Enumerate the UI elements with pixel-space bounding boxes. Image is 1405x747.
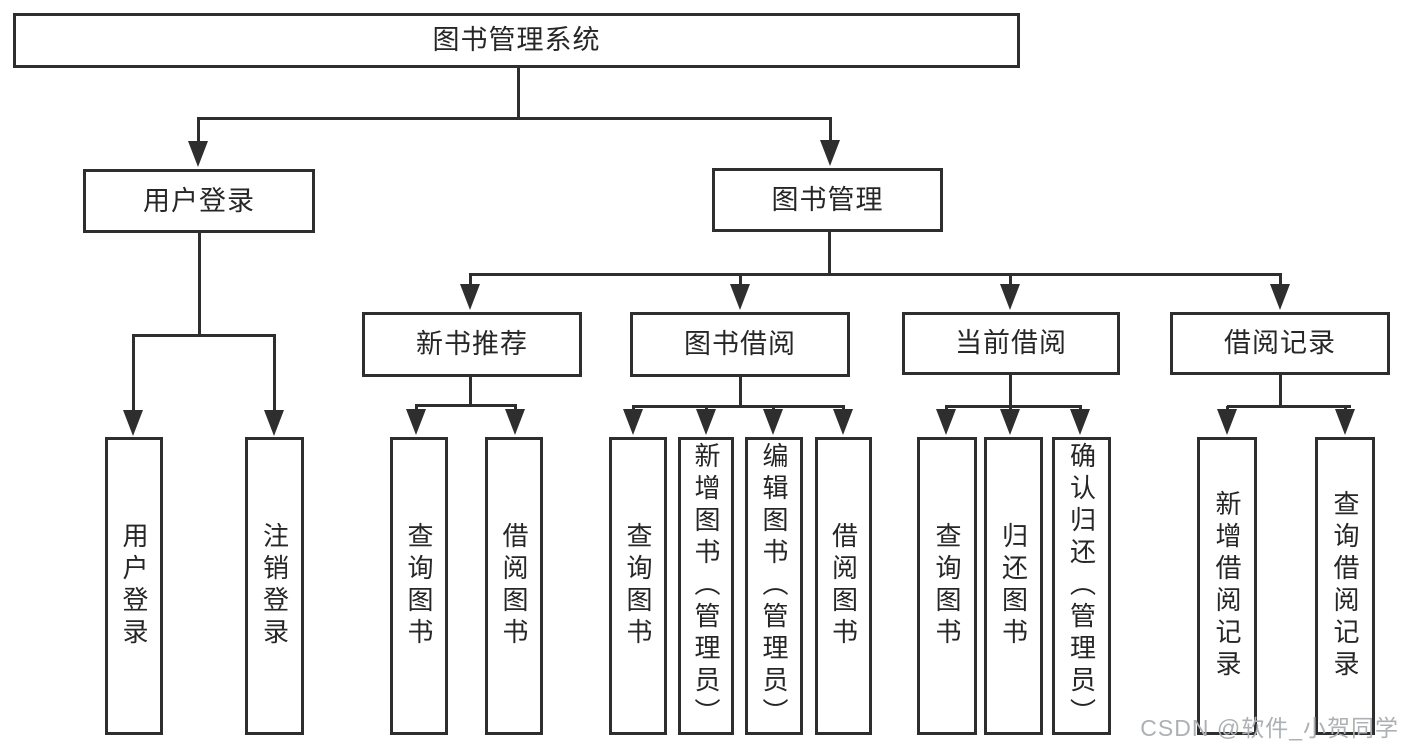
node-label-leaf-add-books: 新增图书（管理员） bbox=[691, 442, 721, 730]
node-label-current-borrowing: 当前借阅 bbox=[955, 328, 1067, 358]
node-label-leaf-query-books-3: 查询图书 bbox=[932, 522, 962, 650]
arrow-shaft bbox=[469, 274, 472, 286]
arrow-down-icon bbox=[1217, 409, 1237, 435]
arrow-shaft bbox=[1079, 406, 1082, 411]
arrow-down-icon bbox=[1070, 409, 1090, 435]
arrow-down-icon bbox=[188, 141, 208, 167]
node-label-leaf-query-borrow-record: 查询借阅记录 bbox=[1330, 490, 1360, 682]
node-leaf-edit-books: 编辑图书（管理员） bbox=[745, 437, 803, 735]
node-leaf-borrow-books-1: 借阅图书 bbox=[485, 437, 543, 735]
connector-line bbox=[1279, 375, 1282, 408]
node-leaf-logout: 注销登录 bbox=[245, 437, 304, 735]
node-leaf-return-books: 归还图书 bbox=[984, 437, 1043, 735]
node-leaf-user-login: 用户登录 bbox=[105, 437, 163, 735]
connector-line bbox=[945, 405, 1082, 408]
node-label-book-management: 图书管理 bbox=[771, 184, 884, 215]
node-book-management: 图书管理 bbox=[712, 168, 943, 232]
connector-line bbox=[828, 232, 831, 276]
connector-line bbox=[415, 404, 517, 407]
arrow-down-icon bbox=[730, 284, 750, 310]
arrow-down-icon bbox=[505, 409, 525, 435]
connector-line bbox=[197, 117, 832, 120]
node-new-book-recommend: 新书推荐 bbox=[362, 312, 582, 377]
arrow-shaft bbox=[632, 406, 635, 411]
connector-line bbox=[469, 273, 1282, 276]
node-label-book-borrowing: 图书借阅 bbox=[684, 329, 796, 359]
node-leaf-query-books-3: 查询图书 bbox=[917, 437, 977, 735]
arrow-shaft bbox=[705, 406, 708, 411]
node-leaf-confirm-return: 确认归还（管理员） bbox=[1052, 437, 1111, 735]
connector-line bbox=[469, 377, 472, 407]
arrow-down-icon bbox=[1000, 284, 1020, 310]
arrow-down-icon bbox=[820, 140, 840, 166]
node-root: 图书管理系统 bbox=[13, 13, 1020, 68]
node-label-leaf-edit-books: 编辑图书（管理员） bbox=[759, 442, 789, 730]
connector-line bbox=[632, 405, 845, 408]
connector-line bbox=[517, 68, 520, 120]
arrow-down-icon bbox=[460, 284, 480, 310]
node-borrowing-records: 借阅记录 bbox=[1170, 312, 1390, 375]
arrow-shaft bbox=[273, 335, 276, 412]
connector-line bbox=[132, 334, 276, 337]
arrow-shaft bbox=[514, 405, 517, 411]
arrow-shaft bbox=[829, 118, 832, 142]
arrow-shaft bbox=[415, 405, 418, 411]
node-label-leaf-confirm-return: 确认归还（管理员） bbox=[1066, 442, 1097, 730]
arrow-shaft bbox=[1344, 406, 1347, 411]
node-label-leaf-query-books-1: 查询图书 bbox=[404, 522, 434, 650]
node-label-leaf-return-books: 归还图书 bbox=[998, 522, 1029, 650]
node-leaf-query-books-1: 查询图书 bbox=[390, 437, 448, 735]
arrow-shaft bbox=[945, 406, 948, 411]
node-book-borrowing: 图书借阅 bbox=[630, 312, 850, 377]
node-user-login: 用户登录 bbox=[83, 169, 315, 233]
arrow-down-icon bbox=[1000, 409, 1020, 435]
node-label-leaf-user-login: 用户登录 bbox=[119, 522, 149, 650]
arrow-shaft bbox=[197, 118, 200, 143]
arrow-down-icon bbox=[936, 409, 956, 435]
arrow-down-icon bbox=[763, 409, 783, 435]
connector-line bbox=[198, 233, 201, 337]
arrow-shaft bbox=[1279, 274, 1282, 286]
arrow-shaft bbox=[1226, 406, 1229, 411]
arrow-down-icon bbox=[696, 409, 716, 435]
connector-line bbox=[1227, 405, 1351, 408]
node-leaf-add-borrow-record: 新增借阅记录 bbox=[1197, 437, 1257, 735]
arrow-shaft bbox=[132, 335, 135, 412]
node-leaf-borrow-books-2: 借阅图书 bbox=[815, 437, 872, 735]
node-label-borrowing-records: 借阅记录 bbox=[1224, 328, 1336, 358]
node-leaf-query-books-2: 查询图书 bbox=[609, 437, 667, 735]
arrow-down-icon bbox=[264, 410, 284, 436]
arrow-down-icon bbox=[123, 410, 143, 436]
connector-line bbox=[739, 377, 742, 408]
node-label-leaf-borrow-books-2: 借阅图书 bbox=[828, 522, 859, 650]
arrow-shaft bbox=[1009, 274, 1012, 286]
arrow-shaft bbox=[772, 406, 775, 411]
node-label-leaf-add-borrow-record: 新增借阅记录 bbox=[1212, 490, 1242, 682]
arrow-shaft bbox=[1009, 406, 1012, 411]
node-label-leaf-query-books-2: 查询图书 bbox=[623, 522, 653, 650]
arrow-down-icon bbox=[623, 409, 643, 435]
arrow-down-icon bbox=[1335, 409, 1355, 435]
arrow-down-icon bbox=[406, 409, 426, 435]
node-leaf-query-borrow-record: 查询借阅记录 bbox=[1315, 437, 1375, 735]
node-label-new-book-recommend: 新书推荐 bbox=[416, 329, 528, 359]
arrow-shaft bbox=[739, 274, 742, 286]
node-label-user-login: 用户登录 bbox=[143, 185, 255, 216]
connector-line bbox=[1009, 375, 1012, 408]
csdn-watermark: CSDN @软件_小贺同学 bbox=[1140, 715, 1399, 741]
node-label-leaf-borrow-books-1: 借阅图书 bbox=[499, 522, 529, 650]
arrow-down-icon bbox=[833, 409, 853, 435]
node-current-borrowing: 当前借阅 bbox=[902, 312, 1120, 375]
arrow-down-icon bbox=[1270, 284, 1290, 310]
arrow-shaft bbox=[842, 406, 845, 411]
node-leaf-add-books: 新增图书（管理员） bbox=[678, 437, 734, 735]
node-label-leaf-logout: 注销登录 bbox=[259, 522, 290, 650]
node-label-root: 图书管理系统 bbox=[432, 25, 601, 55]
